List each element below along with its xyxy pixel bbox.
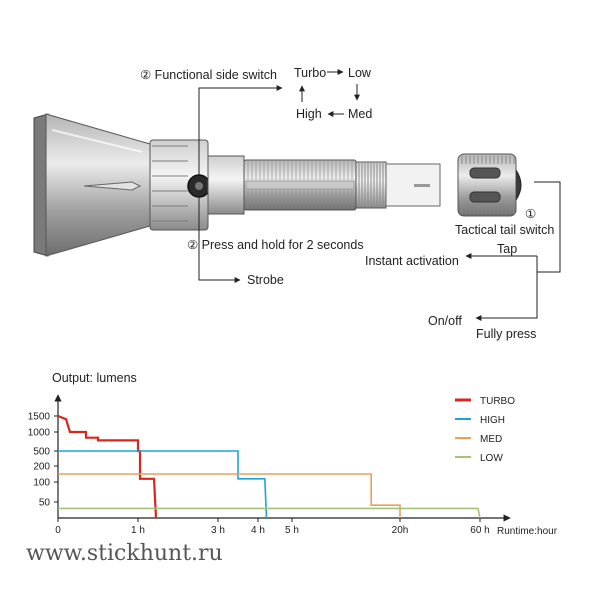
diagram-labels: ② Functional side switch Turbo Low High … [140, 66, 554, 341]
series-high-line [58, 450, 268, 519]
watermark-text: www.stickhunt.ru [26, 541, 223, 566]
x-tick-label: 5 h [285, 525, 299, 536]
tail-switch-badge: ① [525, 207, 536, 221]
y-tick-label: 50 [39, 498, 51, 509]
x-tick-label: 60 h [470, 525, 489, 536]
x-tick-label: 1 h [131, 525, 145, 536]
mode-turbo: Turbo [294, 66, 326, 80]
series-med-line [58, 473, 401, 518]
chart-ylabel: Output: lumens [52, 371, 137, 385]
on-off-label: On/off [428, 314, 462, 328]
x-tick-label: 0 [55, 525, 61, 536]
runtime-chart: Output: lumens Runtime:hour 150010005002… [28, 371, 558, 537]
x-tick-label: 20h [392, 525, 409, 536]
press-hold-label: ② Press and hold for 2 seconds [187, 238, 364, 252]
fully-press-label: Fully press [476, 327, 536, 341]
legend-label-high: HIGH [480, 415, 505, 426]
chart-xlabel: Runtime:hour [497, 526, 558, 537]
x-tick-label: 3 h [211, 525, 225, 536]
connector-lines [198, 69, 561, 321]
side-switch-title: ② Functional side switch [140, 68, 277, 82]
mode-low: Low [348, 66, 372, 80]
y-tick-label: 1000 [28, 428, 51, 439]
x-tick-label: 4 h [251, 525, 265, 536]
series-turbo-line [57, 414, 158, 519]
mode-med: Med [348, 107, 372, 121]
y-tick-label: 200 [33, 462, 50, 473]
instant-activation-label: Instant activation [365, 254, 459, 268]
y-tick-label: 1500 [28, 412, 51, 423]
legend-label-med: MED [480, 434, 502, 445]
tail-cap [457, 153, 522, 217]
strobe-label: Strobe [247, 273, 284, 287]
legend-label-low: LOW [480, 453, 503, 464]
flashlight-illustration [33, 113, 522, 257]
y-tick-label: 500 [33, 447, 50, 458]
legend-label-turbo: TURBO [480, 396, 515, 407]
tail-switch-title: Tactical tail switch [455, 223, 554, 237]
tap-label: Tap [497, 242, 517, 256]
series-low-line [58, 507, 481, 519]
y-tick-label: 100 [33, 478, 50, 489]
mode-high: High [296, 107, 322, 121]
